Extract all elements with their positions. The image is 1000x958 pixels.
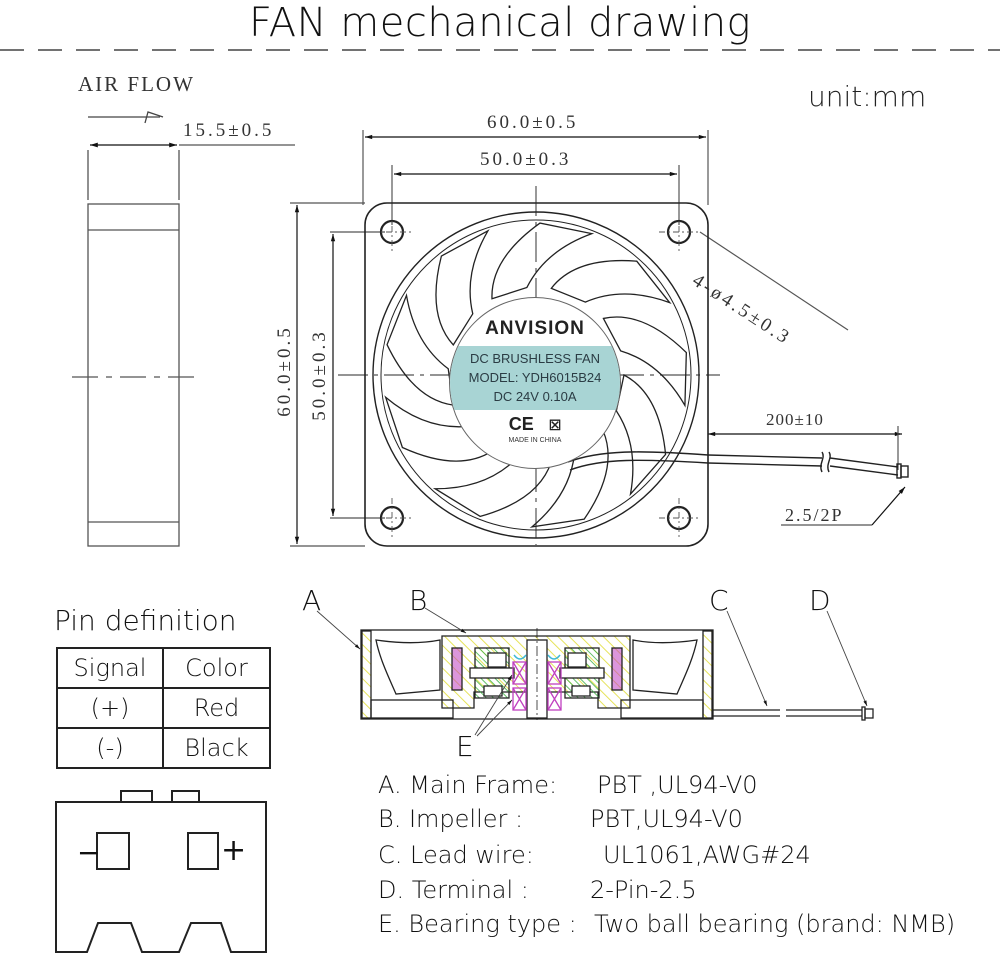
header-signal: Signal — [56, 647, 164, 689]
fan-frame — [364, 202, 709, 547]
crossed-bin-icon: ☒ — [548, 417, 562, 433]
callout-a: A — [302, 584, 322, 617]
table-header-row: Signal Color — [56, 647, 271, 689]
fan-blade — [384, 395, 494, 462]
side-view — [72, 111, 295, 547]
outer-width-dimension: 60.0±0.5 — [487, 112, 579, 133]
signal-cell: (+) — [56, 687, 164, 729]
seal — [513, 654, 561, 660]
fan-blade — [550, 259, 672, 305]
airflow-label: AIR FLOW — [78, 72, 195, 96]
spec-key: A. Main Frame: — [378, 771, 558, 799]
signal-cell: (-) — [56, 727, 164, 769]
callout-c: C — [709, 584, 729, 617]
spec-item: E. Bearing type : Two ball bearing (bran… — [378, 907, 955, 941]
fan-blade — [386, 293, 455, 406]
fan-blade — [602, 316, 687, 408]
connector-outline — [55, 790, 267, 953]
spec-key: E. Bearing type : — [378, 910, 577, 938]
spec-value: 2-Pin-2.5 — [590, 876, 697, 904]
fan-blade — [435, 229, 490, 346]
blade-profile-right — [632, 639, 698, 695]
fan-blade — [432, 459, 553, 518]
magnet-right — [611, 647, 623, 691]
pin-definition-table: Signal Color (+) Red (-) Black — [56, 647, 271, 769]
cable-length-dimension: 200±10 — [766, 410, 824, 429]
pin-definition-title: Pin definition — [54, 604, 237, 637]
plus-sign: + — [221, 833, 247, 868]
pin-plus-slot — [187, 832, 219, 870]
spec-value: Two ball bearing (brand: NMB) — [594, 910, 956, 938]
frame-wall-left — [361, 630, 372, 719]
unit-label: unit:mm — [808, 80, 927, 113]
color-cell: Red — [162, 687, 271, 729]
fan-cable — [567, 451, 909, 479]
spec-value: PBT ,UL94-V0 — [597, 771, 758, 799]
fan-blade — [491, 222, 595, 300]
pin-minus-slot — [96, 832, 130, 870]
label-rating: DC 24V 0.10A — [493, 389, 577, 404]
fan-blade — [529, 430, 609, 528]
spec-key: C. Lead wire: — [378, 841, 534, 869]
hole-width-dimension: 50.0±0.3 — [480, 149, 572, 170]
frame-wall-right — [702, 630, 713, 719]
label-product-type: DC BRUSHLESS FAN — [469, 351, 601, 366]
callout-b: B — [409, 584, 428, 617]
ce-mark-icon: CE — [508, 414, 534, 434]
thickness-dimension: 15.5±0.5 — [183, 120, 275, 141]
fan-blade — [615, 374, 667, 497]
fan-blades — [384, 222, 687, 528]
spec-item: A. Main Frame: PBT ,UL94-V0 — [378, 768, 758, 802]
table-row: (+) Red — [56, 687, 271, 729]
spec-value: PBT,UL94-V0 — [590, 805, 743, 833]
section-view — [316, 607, 874, 737]
spec-key: B. Impeller : — [378, 805, 524, 833]
header-color: Color — [162, 647, 271, 689]
callout-e: E — [456, 730, 474, 763]
table-row: (-) Black — [56, 727, 271, 769]
bearings — [512, 661, 562, 711]
label-spec-band: DC BRUSHLESS FAN MODEL: YDH6015B24 DC 24… — [450, 346, 620, 410]
hole-centerlines — [372, 212, 699, 538]
fan-hub-label: ANVISION DC BRUSHLESS FAN MODEL: YDH6015… — [449, 297, 621, 469]
spec-item: D. Terminal : 2-Pin-2.5 — [378, 873, 697, 907]
minus-sign: − — [77, 836, 101, 869]
spec-item: C. Lead wire: UL1061,AWG#24 — [378, 838, 811, 872]
spec-key: D. Terminal : — [378, 876, 529, 904]
callout-d: D — [809, 584, 831, 617]
brand-name: ANVISION — [485, 318, 585, 339]
blade-profile-left — [375, 639, 441, 695]
made-in-label: MADE IN CHINA — [508, 437, 562, 444]
spec-value: UL1061,AWG#24 — [603, 841, 811, 869]
connector-pitch-dimension: 2.5/2P — [785, 505, 844, 525]
page-title: FAN mechanical drawing — [248, 0, 752, 46]
spec-item: B. Impeller : PBT,UL94-V0 — [378, 802, 743, 836]
label-model: MODEL: YDH6015B24 — [468, 370, 602, 385]
hole-height-dimension: 50.0±0.3 — [309, 329, 330, 421]
color-cell: Black — [162, 727, 271, 769]
magnet-left — [451, 647, 463, 691]
outer-height-dimension: 60.0±0.5 — [274, 325, 295, 417]
